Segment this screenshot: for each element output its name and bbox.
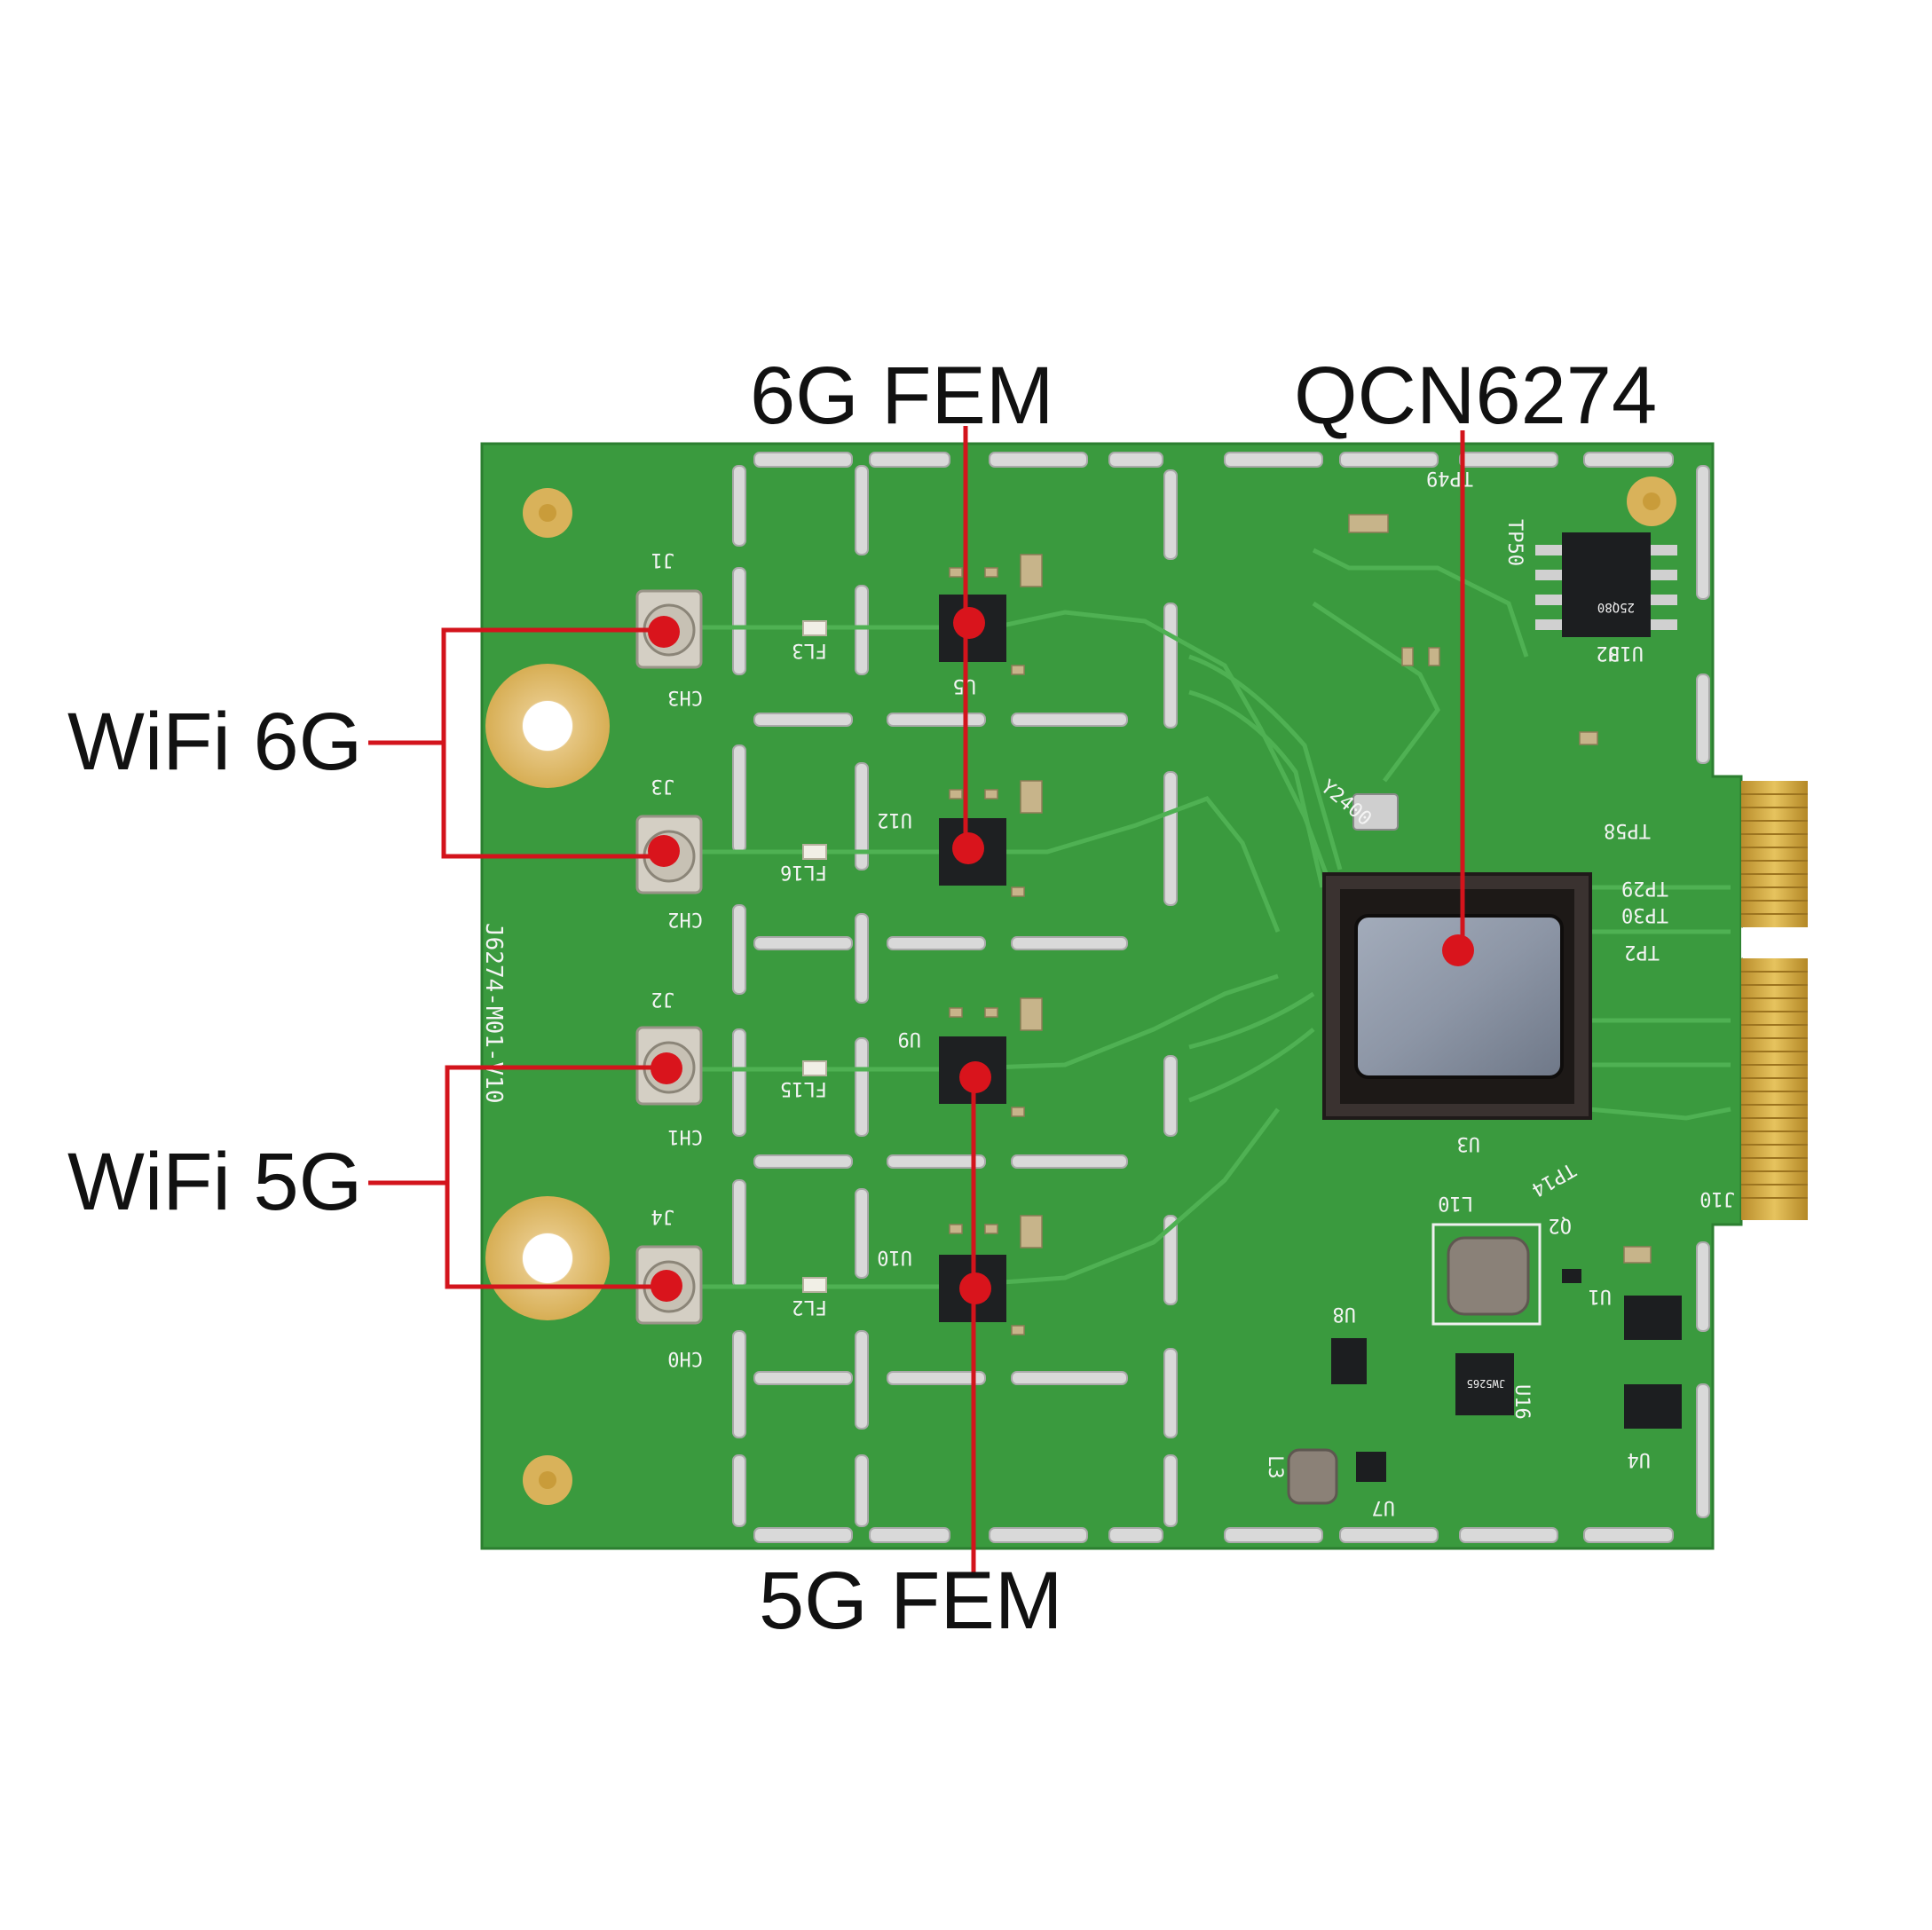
passive-components [949,514,1652,1335]
svg-text:U9: U9 [898,1028,922,1050]
svg-text:U12: U12 [877,808,912,831]
svg-text:J2: J2 [651,988,675,1010]
svg-text:CH1: CH1 [667,1125,703,1147]
svg-text:U2: U2 [1597,642,1621,664]
svg-text:U7: U7 [1372,1496,1396,1518]
power-inductor-l10 [1431,1223,1542,1326]
svg-text:FL15: FL15 [780,1077,827,1099]
svg-text:J10: J10 [1699,1187,1735,1209]
svg-text:25Q80: 25Q80 [1597,600,1635,614]
svg-text:U4: U4 [1628,1448,1652,1470]
svg-text:TP58: TP58 [1604,819,1651,841]
svg-text:L10: L10 [1438,1192,1473,1214]
svg-text:CH3: CH3 [667,686,703,708]
callout-dots [648,607,1474,1304]
inductor-l3 [1287,1448,1338,1505]
power-ic-u16 [1455,1353,1514,1415]
small-ics [1331,1269,1682,1482]
edge-connector-fingers [1741,781,1808,1220]
svg-text:U10: U10 [877,1246,912,1268]
silk-board-id: J6274-M01-V10 [480,923,507,1104]
rf-shield-fence [732,452,1710,1543]
svg-text:Q2: Q2 [1549,1214,1573,1236]
svg-text:U16: U16 [1510,1384,1533,1420]
label-qcn6274: QCN6274 [1294,351,1658,441]
svg-text:FL16: FL16 [780,861,827,883]
svg-text:U3: U3 [1457,1132,1481,1154]
svg-text:FL2: FL2 [792,1296,827,1318]
svg-text:CH2: CH2 [667,908,703,930]
svg-text:L3: L3 [1264,1455,1286,1479]
qcn6274-soc [1322,872,1592,1120]
svg-text:TP2: TP2 [1624,941,1660,963]
svg-text:TP30: TP30 [1621,903,1668,926]
flash-chip [1535,532,1677,637]
rf-filters [802,620,827,1293]
svg-text:J3: J3 [651,775,675,797]
svg-text:TP49: TP49 [1426,467,1473,489]
silkscreen: J6274-M01-V10 J1 J3 J2 J4 CH3 CH2 CH1 CH… [480,467,1735,1518]
label-wifi-6g: WiFi 6G [67,697,363,787]
pcb-traces [674,547,1731,1289]
svg-text:TP29: TP29 [1621,877,1668,899]
label-6g-fem: 6G FEM [750,351,1054,441]
mounting-holes [485,477,1676,1505]
crystal [1352,793,1399,831]
svg-text:JW5265: JW5265 [1467,1377,1505,1390]
label-wifi-5g: WiFi 5G [67,1137,363,1227]
svg-text:TP50: TP50 [1503,519,1526,566]
svg-text:U1: U1 [1589,1285,1613,1307]
svg-text:U13: U13 [1608,642,1644,664]
svg-text:J4: J4 [651,1205,675,1227]
callout-lines [368,426,1465,1572]
svg-text:FL3: FL3 [792,639,827,661]
svg-text:J1: J1 [651,548,675,571]
svg-text:CH0: CH0 [667,1347,703,1369]
svg-text:U8: U8 [1333,1303,1357,1325]
label-5g-fem: 5G FEM [759,1556,1063,1646]
